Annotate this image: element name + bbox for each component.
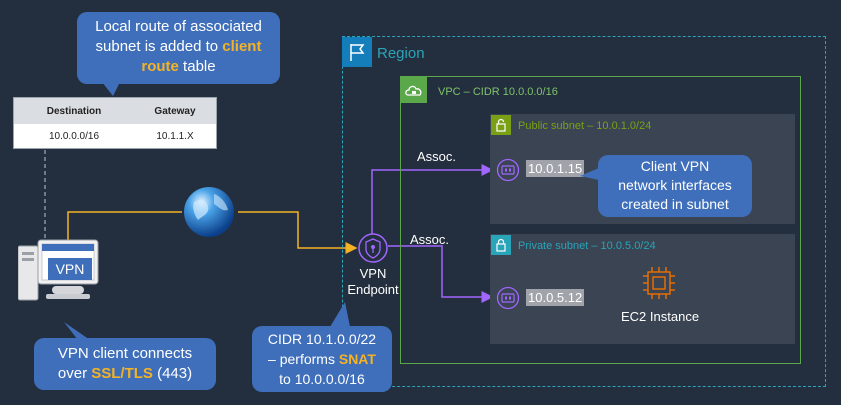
route-callout-line2: subnet is added to <box>95 38 223 55</box>
route-callout-line1: Local route of associated <box>95 18 262 35</box>
assoc-private-line <box>388 245 494 303</box>
client-to-internet-line <box>67 211 182 240</box>
vpn-endpoint-label-line2: Endpoint <box>347 282 399 297</box>
ec2-instance-icon <box>643 267 675 299</box>
public-subnet-label: Public subnet – 10.0.1.0/24 <box>518 120 652 132</box>
eni-callout-line3: created in subnet <box>621 196 729 212</box>
private-eni-icon <box>496 286 520 310</box>
route-table-destination-cell: 10.0.0.0/16 <box>48 131 100 142</box>
cidr-callout-highlight: SNAT <box>338 351 376 367</box>
client-callout-highlight: SSL/TLS <box>91 365 153 382</box>
eni-callout-line1: Client VPN <box>640 158 710 174</box>
private-subnet-lock-icon <box>491 235 511 255</box>
route-callout: Local route of associated subnet is adde… <box>77 12 280 84</box>
route-table-header-destination: Destination <box>46 105 102 117</box>
cidr-callout-line1: CIDR 10.1.0.0/22 <box>267 331 377 347</box>
cidr-callout-line2: – performs <box>268 351 339 367</box>
client-route-table: Destination Gateway 10.0.0.0/16 10.1.1.X <box>13 97 217 149</box>
route-callout-highlight1: client <box>222 38 262 55</box>
vpn-endpoint-label: VPN Endpoint <box>343 266 403 298</box>
public-eni-icon <box>496 158 520 182</box>
vpn-client-label: VPN <box>55 261 85 277</box>
assoc-public-label: Assoc. <box>417 149 457 164</box>
private-subnet-label: Private subnet – 10.0.5.0/24 <box>518 240 656 252</box>
internet-to-endpoint-line <box>238 211 358 254</box>
vpc-boundary <box>400 76 801 364</box>
route-table-gateway-cell: 10.1.1.X <box>156 131 194 142</box>
public-eni-ip: 10.0.1.15 <box>526 160 585 177</box>
assoc-private-label: Assoc. <box>410 232 450 247</box>
ec2-instance-label: EC2 Instance <box>621 309 700 324</box>
region-boundary <box>342 36 826 387</box>
vpc-cloud-icon <box>401 77 427 103</box>
eni-callout: Client VPN network interfaces created in… <box>598 155 752 217</box>
client-callout-line2: over <box>57 365 92 382</box>
public-subnet-lock-icon <box>491 115 511 135</box>
vpn-client-label-box: VPN <box>48 258 92 280</box>
vpn-endpoint-label-line1: VPN <box>359 266 387 281</box>
cidr-callout-line3: to 10.0.0.0/16 <box>279 371 365 387</box>
client-callout-line2-end: (443) <box>152 365 193 382</box>
route-callout-line3: table <box>178 58 216 75</box>
route-table-header-gateway: Gateway <box>154 105 196 117</box>
route-table-header: Destination Gateway <box>14 98 216 124</box>
vpc-label: VPC – CIDR 10.0.0.0/16 <box>438 86 558 98</box>
internet-globe-icon <box>184 187 234 237</box>
region-label: Region <box>377 45 425 62</box>
private-eni-ip: 10.0.5.12 <box>526 289 585 306</box>
route-callout-highlight2: route <box>141 58 179 75</box>
eni-callout-line2: network interfaces <box>618 177 732 193</box>
table-row: 10.0.0.0/16 10.1.1.X <box>14 124 216 149</box>
assoc-public-line <box>371 164 494 234</box>
cidr-callout: CIDR 10.1.0.0/22 – performs SNAT to 10.0… <box>252 326 392 392</box>
client-callout: VPN client connects over SSL/TLS (443) <box>34 338 216 390</box>
region-flag-icon <box>342 37 372 67</box>
client-callout-line1: VPN client connects <box>57 345 193 362</box>
vpn-endpoint-icon <box>358 233 388 263</box>
